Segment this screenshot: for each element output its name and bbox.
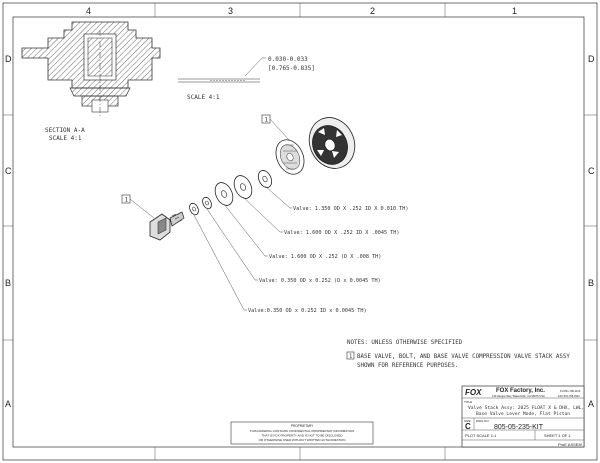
- proprietary-line1: THIS DRAWING CONTAINS CONFIDENTIAL PROPR…: [250, 429, 355, 433]
- company-phone: PH 831-768-1100: [560, 389, 581, 393]
- valve-stack: [189, 170, 273, 216]
- zone-dividers: [3, 3, 597, 460]
- zone-col-1: 1: [512, 6, 517, 16]
- shim-dim-line1: 0.030-0.033: [268, 56, 308, 63]
- size-label: SIZE: [464, 419, 471, 423]
- section-view: [21, 21, 161, 118]
- inner-border: [12, 16, 585, 448]
- balloon-1-piston-label: 1: [265, 117, 269, 124]
- drawing-title-line2: Base Valve Lever Mode, Flat Piston: [476, 411, 570, 417]
- drawing-size: C: [465, 422, 471, 431]
- zone-col-4: 4: [86, 6, 91, 16]
- proprietary-heading: PROPRIETARY: [291, 424, 314, 428]
- shim-scale: SCALE 4:1: [187, 94, 220, 101]
- section-title: SECTION A-A: [45, 127, 85, 134]
- drawing-number: 805-05-235-KIT: [494, 424, 544, 431]
- zone-row-c-right: C: [588, 166, 595, 176]
- callout-leaders: [193, 185, 292, 311]
- shim-dim-line2: [0.765-0.835]: [268, 65, 315, 72]
- zone-row-b: B: [5, 278, 11, 288]
- zone-row-d: D: [5, 54, 12, 64]
- notes-balloon: [346, 351, 355, 360]
- callout-valve-4: Valve: 0.350 OD x 0.252 (D x 0.0045 TH): [259, 278, 381, 284]
- section-scale: SCALE 4:1: [49, 135, 82, 142]
- zone-row-a: A: [5, 399, 11, 409]
- proprietary-block: [230, 421, 374, 445]
- zone-row-d-right: D: [588, 54, 595, 64]
- zone-col-3: 3: [228, 6, 233, 16]
- balloon-1-bolt-label: 1: [125, 197, 129, 204]
- zone-col-2: 2: [370, 6, 375, 16]
- notes-line1: BASE VALVE, BOLT, AND BASE VALVE COMPRES…: [357, 354, 570, 360]
- dwg-no-label: DWG NO.: [476, 419, 490, 423]
- zone-row-c: C: [5, 166, 12, 176]
- notes-balloon-label: 1: [349, 354, 352, 360]
- notes-line2: SHOWN FOR REFERENCE PURPOSES.: [357, 363, 458, 369]
- base-valve-bolt: [149, 211, 185, 241]
- notes-heading: NOTES: UNLESS OTHERWISE SPECIFIED: [347, 340, 463, 346]
- company-fax: FAX 831-768-9312: [558, 394, 580, 398]
- company-name: FOX Factory, Inc.: [496, 388, 545, 394]
- sheet-number: SHEET 1 OF 1: [544, 433, 571, 438]
- balloon-1-bolt-leader: [129, 198, 155, 219]
- proprietary-line3: OR OTHERWISE USED WITHOUT WRITTEN AUTHOR…: [259, 438, 346, 442]
- drawing-title-line1: Valve Stack Assy: 2025 FLOAT X & DHX, LW…: [468, 405, 584, 411]
- title-label: TITLE: [464, 400, 472, 404]
- fox-logo: FOX: [465, 388, 482, 397]
- piston-assembly: [275, 117, 356, 175]
- zone-row-b-right: B: [588, 278, 594, 288]
- title-block: [461, 385, 585, 448]
- callout-valve-1: Valve: 1.350 OD X .252 ID X 0.010 TH): [293, 206, 409, 212]
- callout-valve-3: Valve: 1.600 OD X .252 (D X .008 TH): [269, 254, 381, 260]
- callout-valve-5: Valve:0.350 OD x 0.252 ID x 0.0045 TH): [248, 308, 367, 314]
- company-address: 130 Hangar Way, Watsonville, CA 95076 US…: [492, 394, 545, 398]
- proe-assem: ProE ASSEM: [558, 442, 582, 447]
- shim-thickness-detail: [178, 57, 266, 83]
- proprietary-line2: THAT IS FOX PROPERTY AND IS NOT TO BE DI…: [261, 434, 343, 438]
- zone-row-a-right: A: [588, 399, 594, 409]
- callout-valve-2: Valve: 1.600 OD X .252 ID X .0045 TH): [284, 230, 400, 236]
- plot-scale: PLOT SCALE 1:1: [465, 433, 497, 438]
